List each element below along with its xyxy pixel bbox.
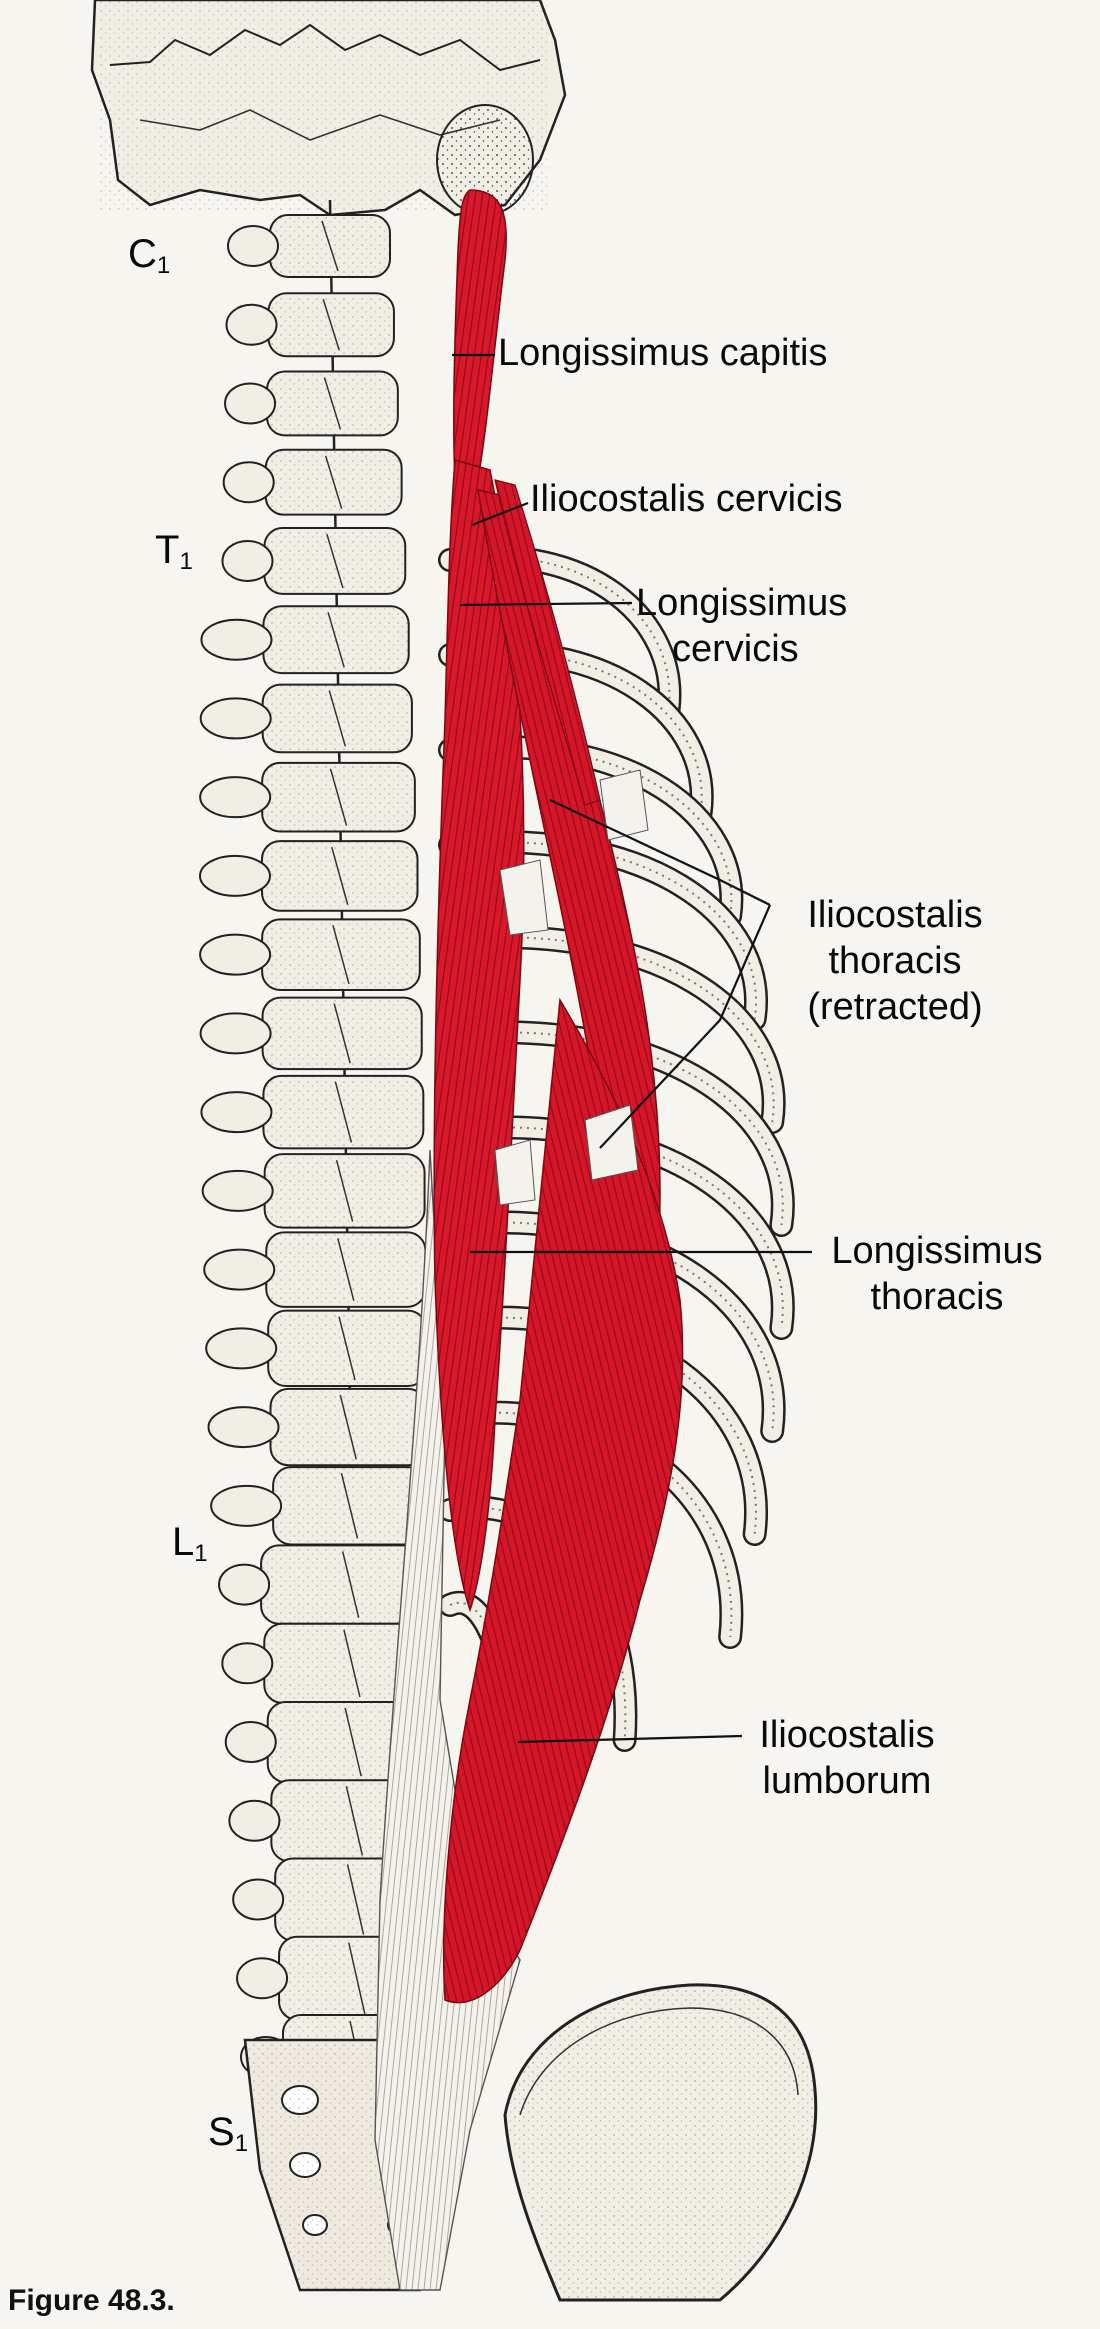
level-t1: T1 [155,528,193,576]
rib [438,1210,786,1443]
vertebra [225,292,395,358]
vertebra [224,370,399,437]
vertebra [205,1309,427,1388]
leader-iliocostalis-thoracis-b [599,904,772,1149]
label-longissimus-thoracis: Longissimus thoracis [812,1228,1062,1320]
vertebra [227,214,391,278]
level-c1-letter: C [128,232,157,276]
label-iliocostalis-thoracis-line2: thoracis [828,940,962,982]
label-longissimus-cervicis-line1: Longissimus [636,582,848,624]
leader-iliocostalis-cervicis [471,501,529,527]
leader-lines [452,353,812,1744]
vertebra [200,1074,425,1150]
level-t1-letter: T [155,528,180,572]
vertebra [222,448,403,516]
skull-base [90,0,567,217]
label-longissimus-cervicis: Longissimus cervicis [636,580,847,672]
label-iliocostalis-thoracis: Iliocostalis thoracis (retracted) [765,892,1025,1030]
label-longissimus-thoracis-line2: thoracis [870,1276,1004,1318]
label-iliocostalis-lumborum-line1: Iliocostalis [759,1714,935,1756]
level-s1-sub: 1 [234,2130,249,2157]
level-c1-sub: 1 [156,252,171,279]
vertebra [207,1387,428,1467]
vertebra [218,1544,442,1625]
level-s1-letter: S [208,2110,235,2154]
figure-caption: Figure 48.3. [8,2284,175,2317]
vertebra [221,527,407,595]
vertebra [198,840,419,912]
vertebra [199,996,423,1071]
vertebra [199,918,421,991]
vertebra [201,1153,426,1229]
vertebra [199,683,413,754]
ilium [503,1983,818,2302]
leader-iliocostalis-thoracis-a [549,799,771,906]
level-l1-letter: L [172,1520,195,1564]
vertebra [210,1466,427,1546]
rib [438,925,786,1134]
erector-spinae-muscles [433,189,684,2004]
rib [438,830,768,1031]
vertebra [199,761,416,833]
vertebra [200,605,410,675]
thoracolumbar-aponeurosis [374,1149,521,2291]
label-iliocostalis-lumborum: Iliocostalis lumborum [742,1712,952,1804]
label-iliocostalis-thoracis-line1: Iliocostalis [807,894,983,936]
level-l1: L1 [172,1520,208,1568]
label-iliocostalis-thoracis-line3: (retracted) [807,986,983,1028]
level-l1-sub: 1 [194,1540,208,1567]
level-s1: S1 [208,2110,248,2158]
level-t1-sub: 1 [179,548,193,575]
leader-longissimus-cervicis [459,601,633,607]
rib [438,1115,795,1340]
label-iliocostalis-lumborum-line2: lumborum [762,1760,932,1802]
label-longissimus-capitis: Longissimus capitis [498,332,828,374]
label-iliocostalis-cervicis: Iliocostalis cervicis [530,478,843,520]
label-longissimus-cervicis-line2: cervicis [672,628,799,670]
vertebra [203,1231,427,1308]
rib [438,1020,795,1237]
iliocostalis-lumborum-muscle [442,997,684,2004]
leader-iliocostalis-lumborum [517,1734,743,1744]
level-c1: C1 [128,232,170,280]
label-longissimus-thoracis-line1: Longissimus [831,1230,1043,1272]
